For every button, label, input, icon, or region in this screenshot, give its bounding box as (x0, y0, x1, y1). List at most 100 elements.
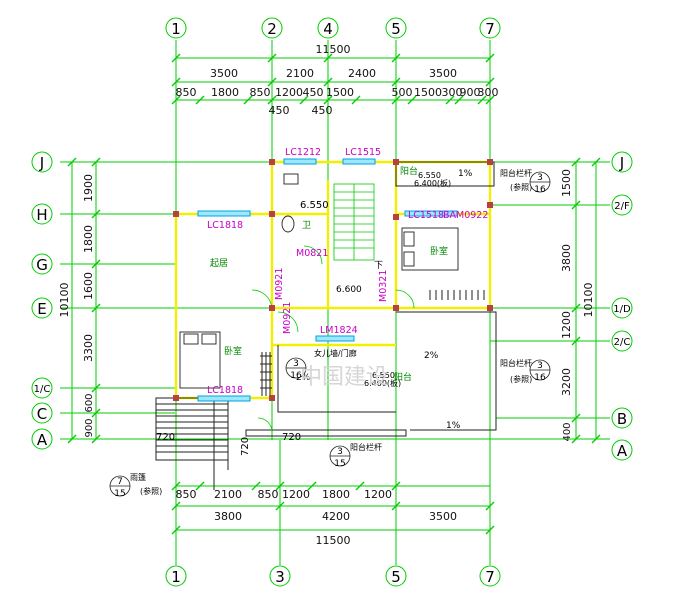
dim-note: 720 (282, 432, 301, 443)
dim-top-overall: 11500 (316, 43, 351, 56)
top-dimension-text: 11500 3500 2100 2400 3500 850 1800 850 1… (176, 43, 499, 117)
axis-label-top: 2 (267, 20, 277, 38)
detail-marker-text: 3 16 3 16 3 16 3 15 7 15 (114, 173, 546, 499)
axis-label-right: A (617, 442, 628, 460)
canopy-note: (参照) (140, 486, 162, 496)
level-mark: 6.550 (372, 371, 395, 380)
room-name-balcony: 阳台 (394, 371, 412, 383)
dim-top: 1200 (275, 86, 303, 99)
axis-label-right: 1/D (613, 304, 631, 315)
door-label: BAM0922 (443, 210, 488, 221)
detail-mark-top: 3 (537, 173, 543, 183)
columns (173, 159, 493, 401)
axis-label-right: 2/C (614, 337, 631, 348)
dim-left: 1800 (82, 225, 95, 253)
watermark: 中国建设 (300, 365, 388, 390)
room-name-bedroom: 卧室 (430, 245, 448, 257)
axis-label-bottom: 5 (391, 568, 401, 586)
axis-label-top: 7 (485, 20, 495, 38)
axis-label-right: B (617, 410, 627, 428)
stairs (333, 183, 375, 261)
dim-top: 900 (460, 86, 481, 99)
dim-bottom-overall: 11500 (316, 534, 351, 547)
slope-mark: 1% (446, 421, 461, 431)
axis-label-left: G (36, 256, 48, 274)
room-name-balcony: 阳台 (400, 165, 418, 177)
dim-top: 3500 (210, 67, 238, 80)
walls (174, 160, 492, 400)
detail-mark-top: 3 (537, 361, 543, 371)
door-label: M0921 (274, 268, 285, 300)
dim-bottom: 850 (258, 488, 279, 501)
right-dimension-text: 10100 1500 3800 1200 3200 400 (560, 169, 595, 442)
window-label: LC1818 (207, 385, 243, 396)
dim-note: 720 (156, 432, 175, 443)
detail-mark-bottom: 16 (534, 185, 546, 195)
axis-label-left: A (37, 431, 48, 449)
axis-label-left: C (37, 405, 47, 423)
dim-bottom: 1200 (282, 488, 310, 501)
balcony-outline (245, 161, 497, 437)
slope-mark: 1% (458, 169, 473, 179)
dim-top: 3500 (429, 67, 457, 80)
door-label: M0921 (282, 302, 293, 334)
wall-note: 女儿墙/门廊 (314, 348, 357, 358)
dim-bottom: 1800 (322, 488, 350, 501)
room-labels: 卫 阳台 起居 卧室 卧室 阳台 (210, 165, 448, 383)
level-mark: 6.400(板) (414, 178, 451, 188)
dim-left: 600 (84, 393, 95, 412)
window-label: LC1212 (285, 147, 321, 158)
level-mark: 6.600 (336, 285, 362, 295)
level-mark: 6.550 (418, 171, 441, 180)
dimension-ticks (67, 53, 601, 535)
detail-mark-bottom: 16 (290, 371, 302, 381)
dim-left: 1600 (82, 272, 95, 300)
room-name-bath: 卫 (302, 221, 311, 231)
axis-label-top: 5 (391, 20, 401, 38)
dim-left-overall: 10100 (58, 283, 71, 318)
dim-top: 450 (303, 86, 324, 99)
room-name-living: 起居 (210, 258, 228, 269)
bathroom-fixtures (281, 173, 299, 233)
dim-top: 300 (442, 86, 463, 99)
axis-label-right: 2/F (614, 201, 630, 212)
dim-top: 2400 (348, 67, 376, 80)
level-notes: 6.550 6.550 6.400(板) 1% 下 6.600 女儿墙/门廊 2… (130, 168, 532, 496)
railing-note: (参照) (510, 374, 532, 384)
axis-label-bottom: 3 (275, 568, 285, 586)
detail-marker-dividers (110, 181, 550, 487)
axis-label-left: J (39, 154, 44, 172)
dim-top: 1500 (326, 86, 354, 99)
axis-label-top: 1 (171, 20, 181, 38)
dim-bottom: 4200 (322, 510, 350, 523)
detail-mark-bottom: 15 (114, 489, 125, 499)
level-mark: 6.550 (300, 200, 329, 211)
door-label: LM1824 (320, 325, 358, 336)
level-mark: 6.400(板) (364, 378, 401, 388)
window-label: LC1515 (345, 147, 381, 158)
dim-top: 850 (250, 86, 271, 99)
axis-label-left: E (37, 300, 46, 318)
dim-left: 1900 (82, 174, 95, 202)
railing-note: (参照) (510, 182, 532, 192)
room-name-bedroom: 卧室 (224, 345, 242, 357)
dim-left: 3300 (82, 334, 95, 362)
opening-labels: LC1212 LC1515 LC1818 LC1518 BAM0922 M082… (207, 147, 488, 396)
canopy-note: 雨篷 (130, 472, 146, 482)
dim-top: 500 (392, 86, 413, 99)
axis-label-right: J (619, 154, 624, 172)
slope-mark: 2% (424, 351, 439, 361)
door-label: M0821 (296, 248, 328, 259)
detail-mark-bottom: 16 (534, 373, 546, 383)
window-label: LC1818 (207, 220, 243, 231)
dim-note: 720 (240, 437, 251, 456)
door-label: M0321 (378, 270, 389, 302)
dim-right: 3200 (560, 368, 573, 396)
detail-mark-top: 3 (337, 447, 343, 457)
window-label: LC1518 (408, 210, 444, 221)
dim-top: 300 (478, 86, 499, 99)
dim-right: 1200 (560, 311, 573, 339)
dim-right: 1500 (560, 169, 573, 197)
axis-label-left: H (36, 206, 47, 224)
